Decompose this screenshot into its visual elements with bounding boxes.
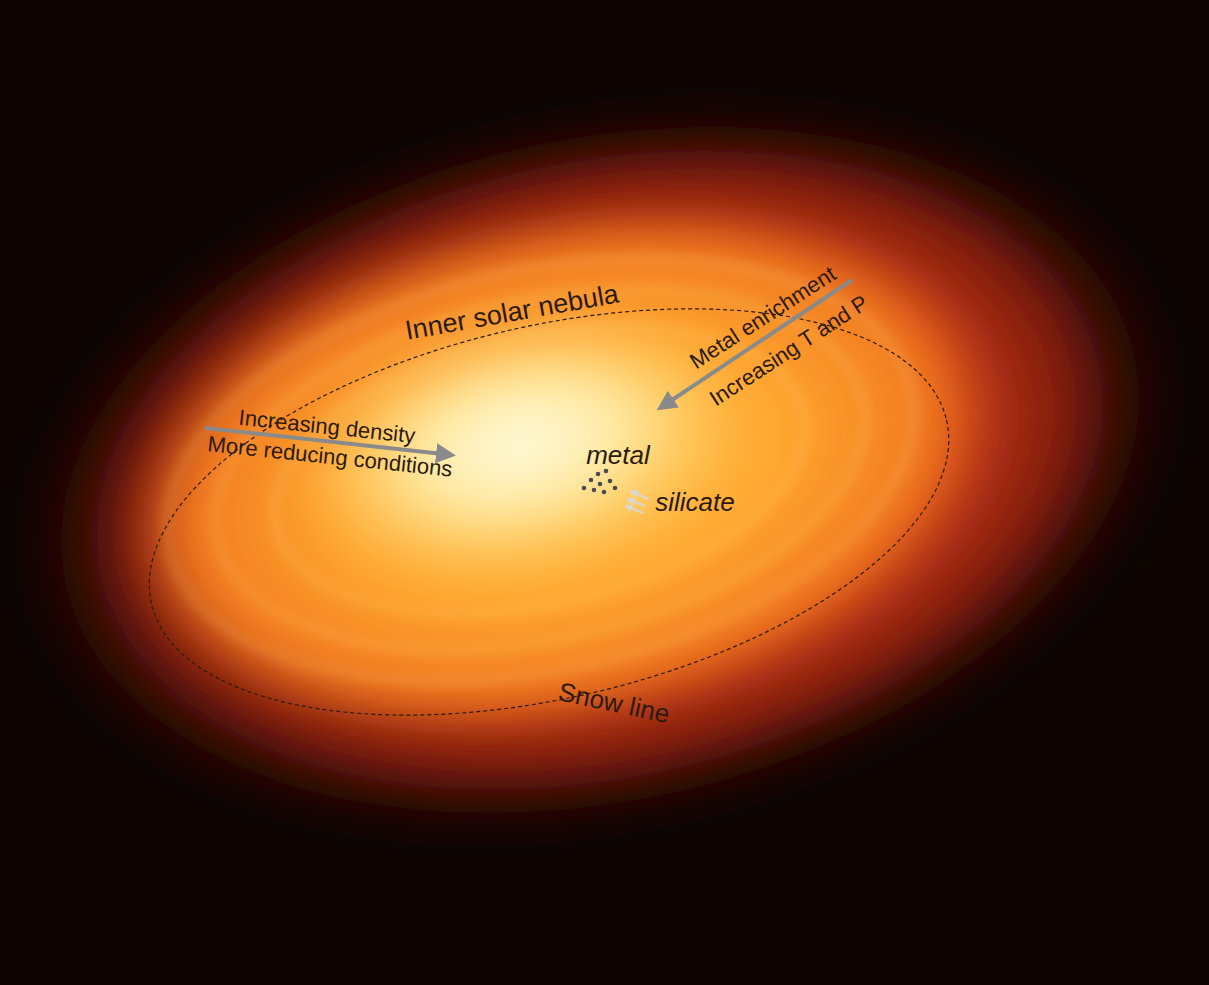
component-label: metal — [586, 441, 650, 470]
component-label: silicate — [655, 488, 734, 517]
